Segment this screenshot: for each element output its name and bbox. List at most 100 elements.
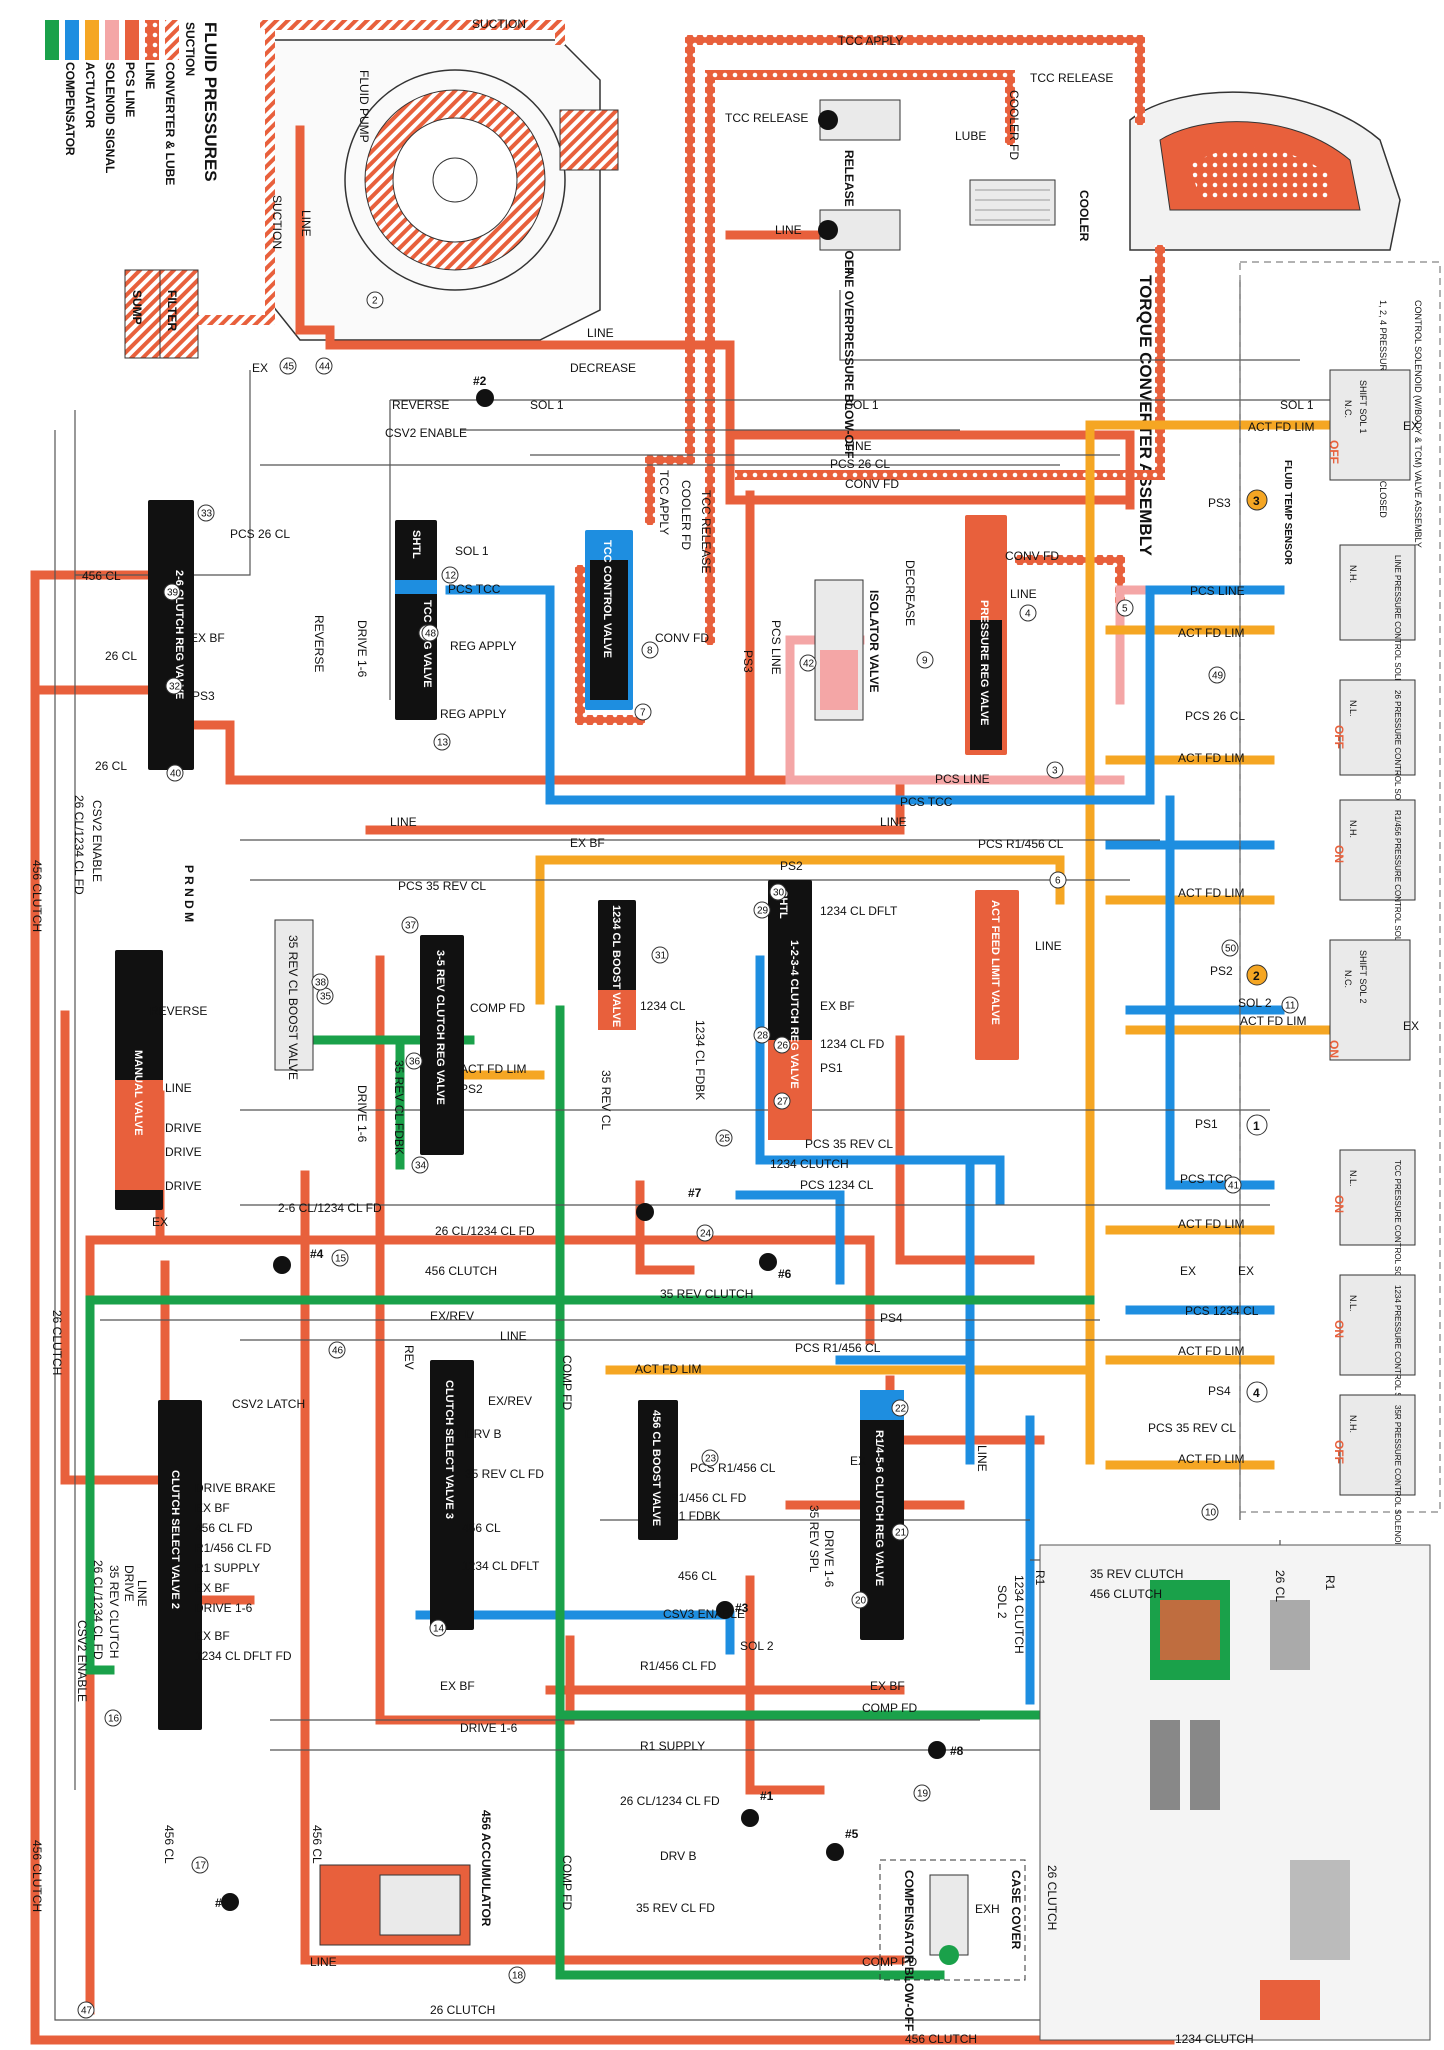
label-456-cl-vert-2: 456 CL xyxy=(162,1825,176,1864)
orifice-marker xyxy=(701,1449,719,1467)
label-csv2-latch: CSV2 LATCH xyxy=(232,1397,305,1411)
label-suction: SUCTION xyxy=(472,17,526,31)
label-sol2-1: SOL 2 xyxy=(1238,996,1272,1010)
label-35-rev-spl: 35 REV SPL xyxy=(807,1505,821,1573)
ball-3-label: #3 xyxy=(735,1601,749,1615)
torque-converter-label: TORQUE CONVERTER ASSEMBLY xyxy=(1136,275,1155,557)
label-tcc-apply-vert: TCC APPLY xyxy=(657,470,671,535)
label-ex-bf-8: EX BF xyxy=(870,1679,905,1693)
solenoid-tcc-pcs-name: TCC PRESSURE CONTROL SOLENOID xyxy=(1393,1160,1402,1308)
label-line-7: LINE xyxy=(500,1329,527,1343)
label-sol2-3: SOL 2 xyxy=(995,1585,1009,1619)
label-r1-456-fd-3: R1/456 CL FD xyxy=(640,1659,717,1673)
label-ex-bf-1: EX BF xyxy=(190,631,225,645)
solenoid-shift-sol-2: SHIFT SOL 2 N.C. ON xyxy=(1327,939,1411,1061)
orifice-number: 11 xyxy=(1285,1001,1296,1012)
label-reverse-manual: REVERSE xyxy=(150,1004,207,1018)
label-ex-manual: EX xyxy=(152,1215,168,1229)
label-1234-dflt-fd: 1234 CL DFLT FD xyxy=(195,1649,292,1663)
valve-act-feed-limit-label: ACT FEED LIMIT VALVE xyxy=(989,900,1001,1025)
fluid-temp-sensor: FLUID TEMP SENSOR xyxy=(1282,460,1293,566)
ball-9-label: #9 xyxy=(215,1896,229,1910)
valve-isolator-label: ISOLATOR VALVE xyxy=(867,590,881,692)
valve-456-boost-label: 456 CL BOOST VALVE xyxy=(650,1410,662,1526)
legend-label-actuator: ACTUATOR xyxy=(83,62,97,129)
orifice-number: 10 xyxy=(1205,1508,1217,1519)
label-suction-vert: SUCTION xyxy=(270,195,284,249)
label-r1-supply-2: R1 SUPPLY xyxy=(640,1739,705,1753)
label-sol1-b: SOL 1 xyxy=(845,398,879,412)
orifice-number: 47 xyxy=(81,2006,93,2017)
label-r1-1: R1 xyxy=(1323,1575,1337,1591)
cooler: COOLER LUBE xyxy=(955,129,1091,242)
label-pcs-35-rev-1: PCS 35 REV CL xyxy=(398,879,486,893)
label-act-fd-lim-9: ACT FD LIM xyxy=(635,1362,701,1376)
label-line-2: LINE xyxy=(845,439,872,453)
solenoid-tcc-pcs: TCC PRESSURE CONTROL SOLENOID N.L. ON xyxy=(1332,1149,1416,1308)
legend-swatch-solenoid-signal xyxy=(85,20,99,60)
pressure-switches: 3 2 1 4 xyxy=(1246,489,1268,1403)
valve-manual-label: MANUAL VALVE xyxy=(132,1050,144,1136)
orifice-number: 2 xyxy=(372,296,378,307)
solenoid-shift-sol-1-state: OFF xyxy=(1327,440,1341,464)
label-35-rev-cl-fdbk: 35 REV CL FDBK xyxy=(392,1060,406,1155)
orifice-marker xyxy=(1019,604,1037,622)
label-conv-fd-3: CONV FD xyxy=(655,631,709,645)
label-ex-rev-2: EX/REV xyxy=(488,1394,532,1408)
fluid-temp-sensor-label: FLUID TEMP SENSOR xyxy=(1282,460,1293,566)
label-26-1234-fd-left: 26 CL/1234 CL FD xyxy=(72,795,86,895)
orifice-marker xyxy=(366,291,384,309)
orifice-marker xyxy=(753,901,771,919)
legend-label-suction: SUCTION xyxy=(183,22,197,76)
label-line-vert-2: LINE xyxy=(975,1445,989,1472)
label-26-cl-1: 26 CL xyxy=(105,649,137,663)
valve-26-clutch-reg: 2-6 CLUTCH REG VALVE xyxy=(148,500,194,770)
label-act-fd-lim-4: ACT FD LIM xyxy=(1178,886,1244,900)
label-csv2-enable-left-2: CSV2 ENABLE xyxy=(75,1620,89,1702)
ball-4-label: #4 xyxy=(310,1247,324,1261)
solenoid-26-pcs-name: 26 PRESSURE CONTROL SOLENOID 4 xyxy=(1393,690,1402,837)
orifice-marker xyxy=(279,357,297,375)
orifice-marker xyxy=(851,1591,869,1609)
orifice-marker xyxy=(773,1036,791,1054)
fluid-pump-label: FLUID PUMP xyxy=(357,70,371,143)
label-ex-bf-6: EX BF xyxy=(195,1629,230,1643)
solenoid-1234-pcs: 1234 PRESSURE CONTROL SOLENOID 5 N.L. ON xyxy=(1332,1274,1416,1441)
label-pcs-r1-456-1: PCS R1/456 CL xyxy=(978,837,1064,851)
orifice-marker xyxy=(433,733,451,751)
ball-8-label: #8 xyxy=(950,1744,964,1758)
legend-label-solenoid-signal: SOLENOID SIGNAL xyxy=(103,62,117,173)
label-sol1-a: SOL 1 xyxy=(530,398,564,412)
label-line-5: LINE xyxy=(880,815,907,829)
label-35-rev-cl-fd-2: 35 REV CL FD xyxy=(636,1901,715,1915)
label-pcs-tcc-3: PCS TCC xyxy=(1180,1172,1233,1186)
label-act-fd-lim-8: ACT FD LIM xyxy=(1178,1344,1244,1358)
label-r1-fdbk: R1 FDBK xyxy=(670,1509,721,1523)
label-26-clutch-left: 26 CLUTCH xyxy=(50,1310,64,1375)
orifice-number: 25 xyxy=(719,1134,731,1145)
label-ps1-2: PS1 xyxy=(1195,1117,1218,1131)
orifice-number: 19 xyxy=(917,1789,929,1800)
solenoid-1234-pcs-state: ON xyxy=(1332,1320,1346,1338)
valve-tcc-control-label: TCC CONTROL VALVE xyxy=(601,540,613,658)
orifice-number: 3 xyxy=(1052,766,1058,777)
orifice-marker xyxy=(916,651,934,669)
orifice-number: 44 xyxy=(319,362,331,373)
legend: FLUID PRESSURES SUCTION CONVERTER & LUBE… xyxy=(45,20,220,185)
pressure-switch-3-num: 3 xyxy=(1253,494,1260,508)
legend-label-converter: CONVERTER & LUBE xyxy=(163,62,177,185)
orifice-marker xyxy=(696,1224,714,1242)
label-pcs-tcc-2: PCS TCC xyxy=(900,795,953,809)
orifice-marker xyxy=(163,583,181,601)
label-ex-r1: EX xyxy=(850,1454,866,1468)
label-ex-sol1: EX xyxy=(1403,419,1419,433)
label-act-fd-lim-7: ACT FD LIM xyxy=(1178,1217,1244,1231)
label-456-clutch-left: 456 CLUTCH xyxy=(30,860,44,932)
label-ex-bf-5: EX BF xyxy=(195,1581,230,1595)
control-solenoid-label: CONTROL SOLENOID (W/BODY & TCM) VALVE AS… xyxy=(1413,300,1423,548)
ball-7-label: #7 xyxy=(688,1186,702,1200)
passage-labels: SUCTION TCC APPLY TCC RELEASE TCC RELEAS… xyxy=(30,17,1419,2046)
orifice-marker xyxy=(1224,1176,1242,1194)
orifice-number: 38 xyxy=(315,978,327,989)
